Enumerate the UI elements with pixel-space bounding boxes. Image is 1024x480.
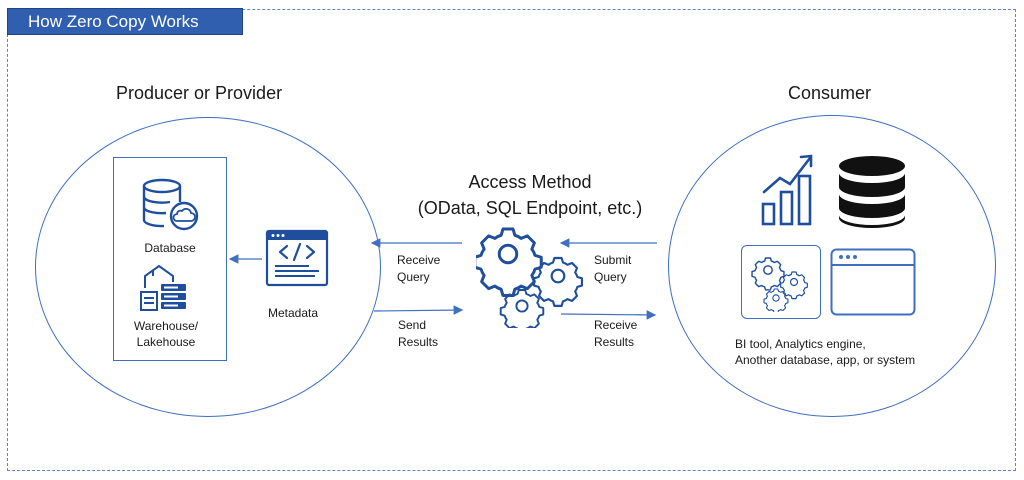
consumer-heading: Consumer <box>788 83 872 103</box>
submit-query-label-1: Submit <box>594 253 632 267</box>
browser-window-icon <box>830 248 916 316</box>
diagram-frame <box>7 9 1016 471</box>
receive-results-label-2: Results <box>594 335 635 349</box>
producer-heading: Producer or Provider <box>116 83 283 103</box>
diagram-title: How Zero Copy Works <box>7 8 243 35</box>
analytics-engine-tile <box>741 245 821 319</box>
receive-results-arrow <box>560 310 657 320</box>
receive-query-label-1: Receive <box>397 253 441 267</box>
send-results-arrow <box>373 305 464 315</box>
producer-circle <box>35 117 381 417</box>
consumer-circle <box>668 115 996 417</box>
receive-results-label-1: Receive <box>594 318 638 332</box>
send-results-label-2: Results <box>398 335 439 349</box>
receive-query-label-2: Query <box>397 270 430 284</box>
bar-chart-icon <box>761 154 813 226</box>
warehouse-label-line2: Lakehouse <box>136 335 196 349</box>
consumer-desc-line2: Another database, app, or system <box>735 353 916 367</box>
warehouse-label-line1: Warehouse/ <box>133 319 199 333</box>
consumer-desc-line1: BI tool, Analytics engine, <box>735 337 866 351</box>
access-method-line1: Access Method <box>468 172 592 192</box>
access-method-title: Access Method (OData, SQL Endpoint, etc.… <box>400 169 660 221</box>
code-window-icon <box>265 229 329 287</box>
submit-query-label-2: Query <box>594 270 627 284</box>
database-label: Database <box>144 241 196 255</box>
small-gears-icon <box>751 257 808 312</box>
metadata-label: Metadata <box>268 306 319 320</box>
access-method-line2: (OData, SQL Endpoint, etc.) <box>417 198 643 218</box>
producer-storage-box <box>113 157 227 361</box>
database-icon <box>839 156 905 228</box>
database-cloud-icon <box>142 178 199 231</box>
warehouse-icon <box>140 264 186 311</box>
send-results-label-1: Send <box>398 318 427 332</box>
